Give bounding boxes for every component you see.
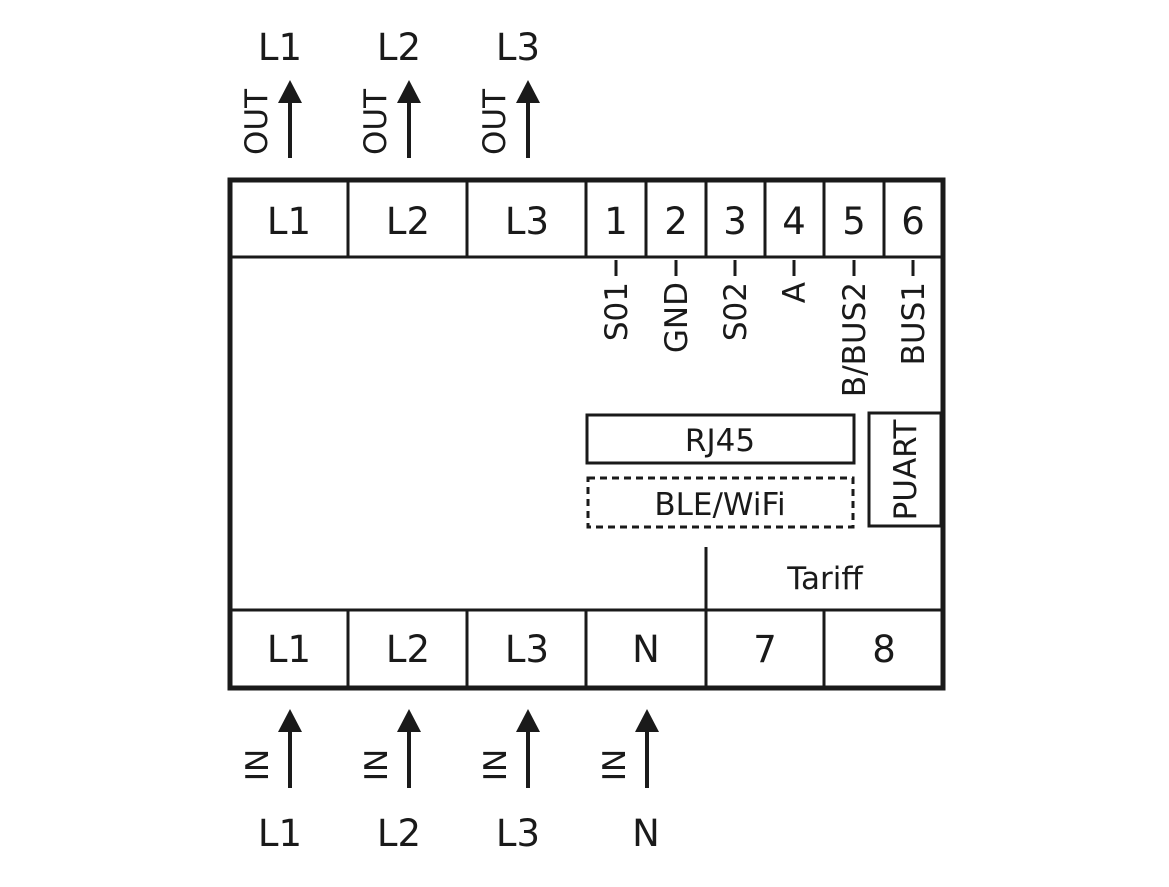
- input-n: IN N: [597, 709, 660, 855]
- ble-wifi-module: [586, 476, 855, 529]
- signal-ticks: [614, 260, 915, 276]
- bottom-terminal-l2: L2: [386, 628, 430, 671]
- output-phase-label: L3: [496, 26, 540, 69]
- bottom-terminal-l1: L1: [267, 628, 311, 671]
- input-phase-label: L1: [258, 812, 302, 855]
- top-terminal-l1: L1: [267, 200, 311, 243]
- top-terminal-l3: L3: [505, 200, 549, 243]
- input-dir-label: IN: [597, 749, 633, 781]
- signal-label-s01: S01: [599, 282, 635, 341]
- input-dir-label: IN: [240, 749, 276, 781]
- up-arrow-icon: [397, 709, 421, 732]
- input-dir-label: IN: [478, 749, 514, 781]
- output-phase-label: L2: [377, 26, 421, 69]
- signal-label-s02: S02: [718, 282, 754, 341]
- input-phase-label: L2: [377, 812, 421, 855]
- puart-label: PUART: [888, 419, 924, 521]
- up-arrow-icon: [278, 80, 302, 103]
- top-terminal-2: 2: [664, 200, 688, 243]
- bottom-terminal-separators: [346, 610, 826, 688]
- input-l3: IN L3: [478, 709, 540, 855]
- up-arrow-icon: [635, 709, 659, 732]
- bottom-terminal-n: N: [632, 628, 660, 671]
- bottom-terminal-l3: L3: [505, 628, 549, 671]
- puart-port: [867, 411, 943, 528]
- output-phase-label: L1: [258, 26, 302, 69]
- signal-label-bus1: BUS1: [896, 282, 932, 365]
- output-dir-label: OUT: [358, 88, 394, 155]
- input-phase-label: N: [632, 812, 660, 855]
- output-l2: L2 OUT: [358, 26, 421, 158]
- signal-label-b-bus2: B/BUS2: [837, 282, 873, 397]
- top-terminal-separators: [346, 180, 886, 257]
- up-arrow-icon: [397, 80, 421, 103]
- signal-label-a: A: [777, 282, 813, 303]
- ble-wifi-label: BLE/WiFi: [654, 487, 785, 523]
- output-dir-label: OUT: [239, 88, 275, 155]
- input-dir-label: IN: [359, 749, 395, 781]
- up-arrow-icon: [278, 709, 302, 732]
- output-dir-label: OUT: [477, 88, 513, 155]
- up-arrow-icon: [516, 709, 540, 732]
- rj45-port: [585, 413, 856, 465]
- up-arrow-icon: [516, 80, 540, 103]
- top-terminal-l2: L2: [386, 200, 430, 243]
- bottom-terminal-8: 8: [872, 628, 896, 671]
- rj45-label: RJ45: [685, 423, 755, 459]
- top-terminal-5: 5: [842, 200, 866, 243]
- input-phase-label: L3: [496, 812, 540, 855]
- input-l2: IN L2: [359, 709, 421, 855]
- output-l1: L1 OUT: [239, 26, 302, 158]
- top-terminal-6: 6: [901, 200, 925, 243]
- top-terminal-3: 3: [723, 200, 747, 243]
- bottom-terminal-7: 7: [753, 628, 777, 671]
- top-terminal-1: 1: [604, 200, 628, 243]
- input-l1: IN L1: [240, 709, 302, 855]
- tariff-label: Tariff: [786, 561, 863, 597]
- signal-label-gnd: GND: [659, 282, 695, 353]
- top-terminal-4: 4: [782, 200, 806, 243]
- output-l3: L3 OUT: [477, 26, 540, 158]
